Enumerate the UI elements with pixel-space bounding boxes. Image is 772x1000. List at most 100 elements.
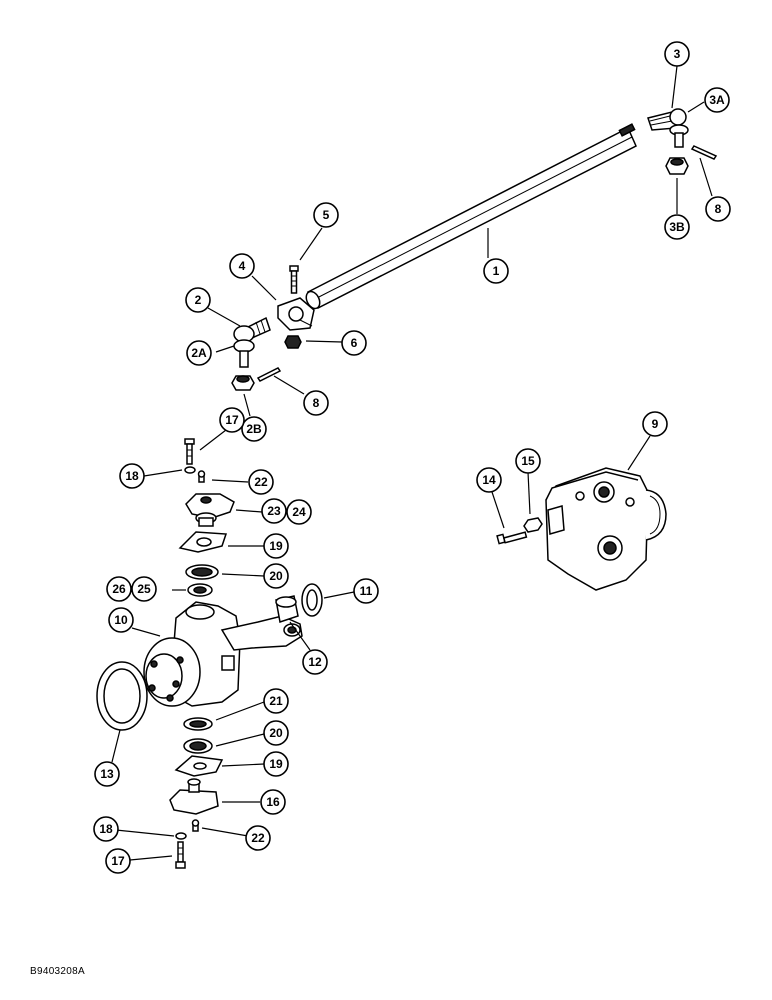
tie-rod-end-right bbox=[647, 108, 689, 148]
callout-3-label: 3 bbox=[674, 47, 681, 61]
lower-shim bbox=[174, 755, 224, 777]
callout-24: 24 bbox=[286, 499, 312, 525]
callout-6: 6 bbox=[341, 330, 367, 356]
callout-3a-label: 3A bbox=[709, 93, 725, 107]
cotter-pin-left bbox=[256, 367, 282, 382]
upper-bolt bbox=[184, 438, 195, 465]
callout-4-label: 4 bbox=[239, 259, 246, 273]
callout-20-lower: 20 bbox=[263, 720, 289, 746]
callout-2b-label: 2B bbox=[246, 422, 262, 436]
callout-2: 2 bbox=[185, 287, 211, 313]
callout-18-lower-label: 18 bbox=[99, 822, 113, 836]
callout-12-label: 12 bbox=[308, 655, 322, 669]
clamp-bolt bbox=[289, 265, 299, 294]
lower-bolt bbox=[175, 841, 186, 869]
callout-20-upper: 20 bbox=[263, 563, 289, 589]
callout-18-upper: 18 bbox=[119, 463, 145, 489]
tie-rod-tube bbox=[305, 123, 637, 310]
callout-21: 21 bbox=[263, 688, 289, 714]
callout-12: 12 bbox=[302, 649, 328, 675]
callout-21-label: 21 bbox=[269, 694, 283, 708]
callout-25: 25 bbox=[131, 576, 157, 602]
callout-8-right: 8 bbox=[705, 196, 731, 222]
callout-3b-label: 3B bbox=[669, 220, 685, 234]
upper-grease-fitting bbox=[197, 470, 206, 483]
tie-rod-end-left bbox=[233, 316, 271, 368]
callout-17-upper-label: 17 bbox=[225, 413, 239, 427]
callout-16: 16 bbox=[260, 789, 286, 815]
callout-19-upper: 19 bbox=[263, 533, 289, 559]
callout-22-upper-label: 22 bbox=[254, 475, 268, 489]
callout-3b: 3B bbox=[664, 214, 690, 240]
callout-24-label: 24 bbox=[292, 505, 306, 519]
lower-bearing-cup bbox=[183, 717, 213, 731]
callout-26-label: 26 bbox=[112, 582, 126, 596]
callout-8-left: 8 bbox=[303, 390, 329, 416]
callout-4: 4 bbox=[229, 253, 255, 279]
callout-22-lower-label: 22 bbox=[251, 831, 265, 845]
callout-26: 26 bbox=[106, 576, 132, 602]
axle-housing bbox=[545, 467, 667, 591]
callout-19-upper-label: 19 bbox=[269, 539, 283, 553]
callout-6-label: 6 bbox=[351, 336, 358, 350]
hub-seal bbox=[96, 661, 148, 731]
callout-9-label: 9 bbox=[652, 417, 659, 431]
upper-shim bbox=[178, 531, 228, 553]
callout-2a: 2A bbox=[186, 340, 212, 366]
callout-2-label: 2 bbox=[195, 293, 202, 307]
callout-10-label: 10 bbox=[114, 613, 128, 627]
steering-knuckle bbox=[143, 601, 303, 707]
lower-grease-fitting bbox=[191, 819, 200, 832]
callout-3: 3 bbox=[664, 41, 690, 67]
callout-15-label: 15 bbox=[521, 454, 535, 468]
callout-13-label: 13 bbox=[100, 767, 114, 781]
callout-2a-label: 2A bbox=[191, 346, 207, 360]
callout-25-label: 25 bbox=[137, 582, 151, 596]
leader-lines bbox=[111, 65, 713, 861]
callout-5: 5 bbox=[313, 202, 339, 228]
lower-bearing bbox=[183, 738, 213, 754]
upper-bearing bbox=[185, 564, 219, 580]
callout-22-lower: 22 bbox=[245, 825, 271, 851]
callout-5-label: 5 bbox=[323, 208, 330, 222]
callout-10: 10 bbox=[108, 607, 134, 633]
upper-cap bbox=[185, 493, 235, 527]
upper-washer bbox=[184, 466, 196, 474]
clamp bbox=[277, 297, 315, 331]
callout-19-lower: 19 bbox=[263, 751, 289, 777]
callout-22-upper: 22 bbox=[248, 469, 274, 495]
housing-bolt bbox=[496, 531, 528, 545]
callout-18-lower: 18 bbox=[93, 816, 119, 842]
callout-17-lower: 17 bbox=[105, 848, 131, 874]
callout-8-left-label: 8 bbox=[313, 396, 320, 410]
housing-nut bbox=[523, 517, 543, 533]
cotter-pin-right bbox=[690, 145, 718, 160]
callout-8-right-label: 8 bbox=[715, 202, 722, 216]
callout-11: 11 bbox=[353, 578, 379, 604]
castle-nut-right bbox=[665, 157, 689, 175]
callout-15: 15 bbox=[515, 448, 541, 474]
callout-1-label: 1 bbox=[493, 264, 500, 278]
lower-washer bbox=[175, 832, 187, 840]
callout-13: 13 bbox=[94, 761, 120, 787]
figure-reference-code: B9403208A bbox=[30, 966, 85, 977]
callout-18-upper-label: 18 bbox=[125, 469, 139, 483]
upper-seal bbox=[187, 583, 213, 597]
clamp-nut bbox=[284, 335, 302, 349]
callout-1: 1 bbox=[483, 258, 509, 284]
callout-16-label: 16 bbox=[266, 795, 280, 809]
callout-17-upper: 17 bbox=[219, 407, 245, 433]
knuckle-spacer bbox=[275, 595, 299, 623]
callout-2b: 2B bbox=[241, 416, 267, 442]
callout-14-label: 14 bbox=[482, 473, 496, 487]
callout-19-lower-label: 19 bbox=[269, 757, 283, 771]
callout-20-lower-label: 20 bbox=[269, 726, 283, 740]
callout-9: 9 bbox=[642, 411, 668, 437]
callout-14: 14 bbox=[476, 467, 502, 493]
lower-cap bbox=[169, 778, 219, 815]
callout-23-label: 23 bbox=[267, 504, 281, 518]
callout-3a: 3A bbox=[704, 87, 730, 113]
callout-11-label: 11 bbox=[360, 584, 373, 598]
knuckle-ring bbox=[301, 583, 323, 617]
